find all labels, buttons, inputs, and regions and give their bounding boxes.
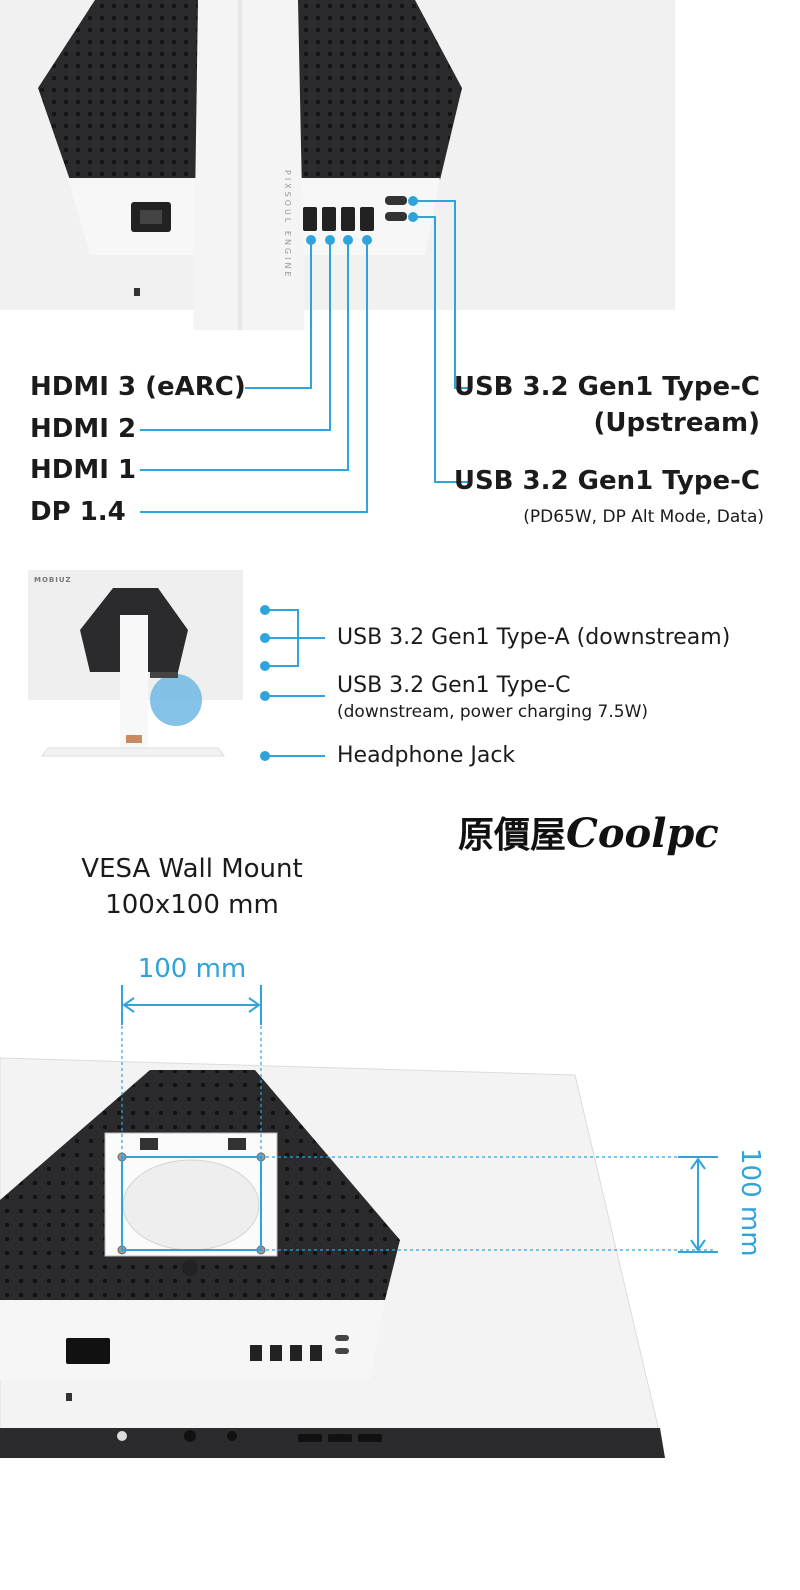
label-usbc-pd-title: USB 3.2 Gen1 Type-C — [453, 466, 760, 496]
label-usba-downstream: USB 3.2 Gen1 Type-A (downstream) — [337, 625, 731, 650]
callout-lines — [310, 200, 456, 330]
watermark-brand: Coolpc — [566, 810, 719, 857]
mini-stand — [120, 615, 148, 750]
label-usbc-downstream-sub: (downstream, power charging 7.5W) — [337, 702, 649, 722]
stand-column — [193, 0, 305, 330]
mini-highlight — [150, 674, 202, 726]
label-headphone-jack: Headphone Jack — [337, 743, 516, 768]
dp-port — [360, 207, 374, 231]
usbc-pd-port — [385, 212, 407, 221]
vesa-width-label: 100 mm — [137, 954, 247, 984]
stand-brand-text: PIXSOUL ENGINE — [283, 170, 292, 280]
hdmi1-port — [341, 207, 355, 231]
hdmi3-port — [303, 207, 317, 231]
side-callouts — [260, 605, 325, 761]
usbc-upstream-port — [385, 196, 407, 205]
label-usbc-downstream-title: USB 3.2 Gen1 Type-C — [337, 673, 571, 698]
vesa-title-line2: 100x100 mm — [105, 890, 279, 920]
bottom-edge — [0, 1428, 665, 1458]
vesa-title-line1: VESA Wall Mount — [81, 854, 303, 884]
label-hdmi2: HDMI 2 — [30, 414, 137, 444]
vesa-power-inlet — [66, 1338, 110, 1364]
mini-base — [41, 747, 225, 757]
watermark-logo: 原價屋Coolpc — [458, 806, 719, 858]
label-dp: DP 1.4 — [30, 497, 126, 527]
rear-ports-illustration — [0, 0, 675, 330]
side-ports-illustration — [28, 570, 243, 757]
label-usbc-pd-sub: (PD65W, DP Alt Mode, Data) — [523, 507, 764, 527]
vesa-dimension-arrows — [121, 985, 718, 1253]
vesa-illustration — [0, 985, 718, 1458]
label-hdmi1: HDMI 1 — [30, 455, 137, 485]
kensington-lock — [134, 288, 140, 296]
label-usbc-upstream-title: USB 3.2 Gen1 Type-C — [453, 372, 760, 402]
hdmi2-port — [322, 207, 336, 231]
label-hdmi3: HDMI 3 (eARC) — [30, 372, 246, 402]
label-usbc-upstream-sub: (Upstream) — [593, 408, 761, 438]
callout-dots — [306, 196, 418, 245]
mini-monitor-brand: MOBIUZ — [34, 576, 72, 584]
vesa-height-label: 100 mm — [735, 1148, 765, 1257]
watermark-chinese: 原價屋 — [458, 814, 567, 856]
